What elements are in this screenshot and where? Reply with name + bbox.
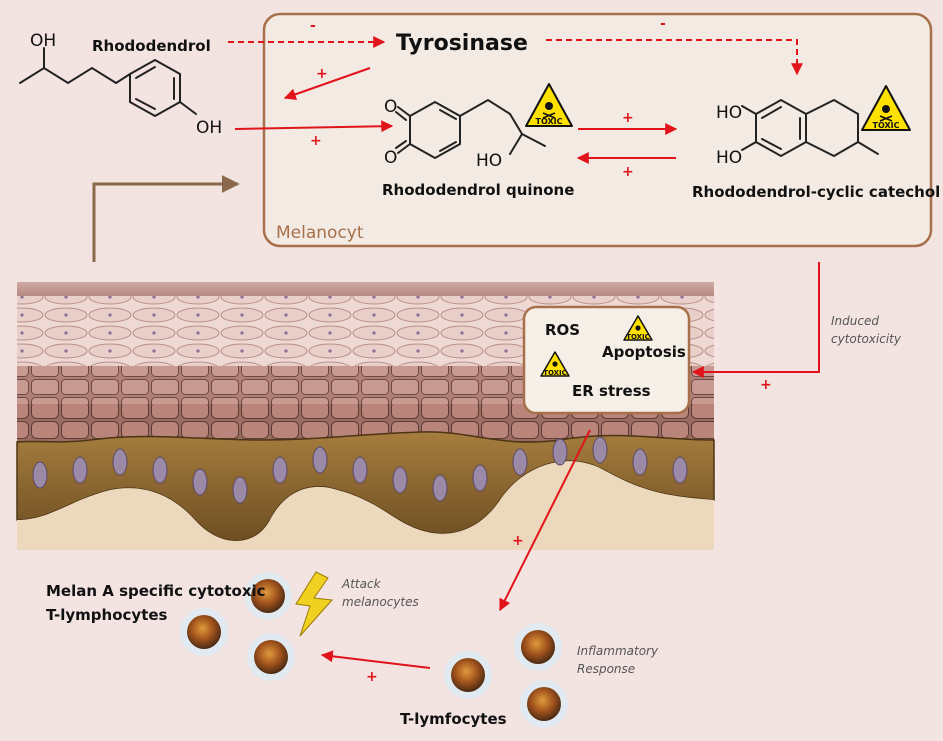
tcell-icon — [244, 572, 292, 620]
er-stress-label: ER stress — [572, 382, 651, 400]
inhibit-arrow-tyrosinase-catechol — [546, 39, 803, 76]
toxic-icon: TOXIC — [623, 315, 653, 341]
rhododendrol-label: Rhododendrol — [92, 37, 211, 55]
tcell-icon — [514, 623, 562, 671]
catechol-ho-top: HO — [716, 103, 742, 123]
inflammatory-label-1: Inflammatory — [577, 644, 659, 658]
toxic-icon: TOXIC — [861, 85, 911, 131]
attack-label-2: melanocytes — [342, 595, 419, 609]
cytotoxic-tcell-cluster — [180, 572, 295, 681]
svg-text:TOXIC: TOXIC — [536, 117, 563, 126]
toxic-icon: TOXIC — [525, 83, 573, 127]
sign-plus-5: + — [760, 377, 772, 393]
sign-plus-2: + — [310, 133, 322, 149]
sign-minus-2: - — [660, 16, 666, 32]
apoptosis-label: Apoptosis — [602, 343, 686, 361]
catechol-label: Rhododendrol-cyclic catechol — [692, 183, 940, 201]
ros-label: ROS — [545, 321, 580, 339]
svg-text:TOXIC: TOXIC — [626, 333, 650, 341]
lightning-icon — [295, 571, 334, 637]
tcell-cluster — [444, 623, 568, 728]
arrow-to-melanocyte — [92, 175, 240, 262]
melan-a-label-2: T-lymphocytes — [46, 606, 168, 624]
svg-text:TOXIC: TOXIC — [873, 121, 900, 130]
tcell-icon — [444, 651, 492, 699]
arrow-tcells-to-cytotoxic — [320, 650, 431, 669]
arrow-induced-cytotoxicity — [691, 262, 820, 378]
quinone-label: Rhododendrol quinone — [382, 181, 574, 199]
arrow-stress-to-tcells — [499, 429, 591, 612]
tcell-icon — [520, 680, 568, 728]
arrow-rhodo-to-quinone — [234, 120, 394, 133]
inflammatory-label-2: Response — [577, 662, 635, 676]
attack-label-1: Attack — [341, 577, 382, 591]
sign-plus-6: + — [512, 533, 524, 549]
rhododendrol-structure — [19, 47, 197, 118]
svg-text:TOXIC: TOXIC — [543, 369, 567, 377]
quinone-o-bottom: O — [384, 148, 397, 168]
sign-plus-7: + — [366, 669, 378, 685]
melanocyte-label: Melanocyt — [276, 223, 364, 243]
induced-cytotoxicity-label-2: cytotoxicity — [831, 332, 902, 346]
sign-plus-4: + — [622, 164, 634, 180]
sign-plus-1: + — [316, 66, 328, 82]
tcell-icon — [247, 633, 295, 681]
tyrosinase-label: Tyrosinase — [396, 31, 528, 56]
tcell-icon — [180, 608, 228, 656]
quinone-ho: HO — [476, 151, 502, 171]
rhododendrol-oh-ring: OH — [196, 118, 222, 138]
melan-a-label-1: Melan A specific cytotoxic — [46, 582, 266, 600]
sign-plus-3: + — [622, 110, 634, 126]
t-lymfocytes-label: T-lymfocytes — [400, 710, 507, 728]
rhododendrol-oh-top: OH — [30, 31, 56, 51]
quinone-structure — [395, 98, 546, 160]
catechol-structure — [741, 98, 879, 158]
arrow-tyrosinase-back — [283, 67, 371, 101]
quinone-o-top: O — [384, 97, 397, 117]
induced-cytotoxicity-label-1: Induced — [831, 314, 879, 328]
sign-minus-1: - — [310, 18, 316, 34]
catechol-ho-bottom: HO — [716, 148, 742, 168]
skin-cross-section — [16, 282, 715, 550]
toxic-icon: TOXIC — [540, 351, 570, 377]
